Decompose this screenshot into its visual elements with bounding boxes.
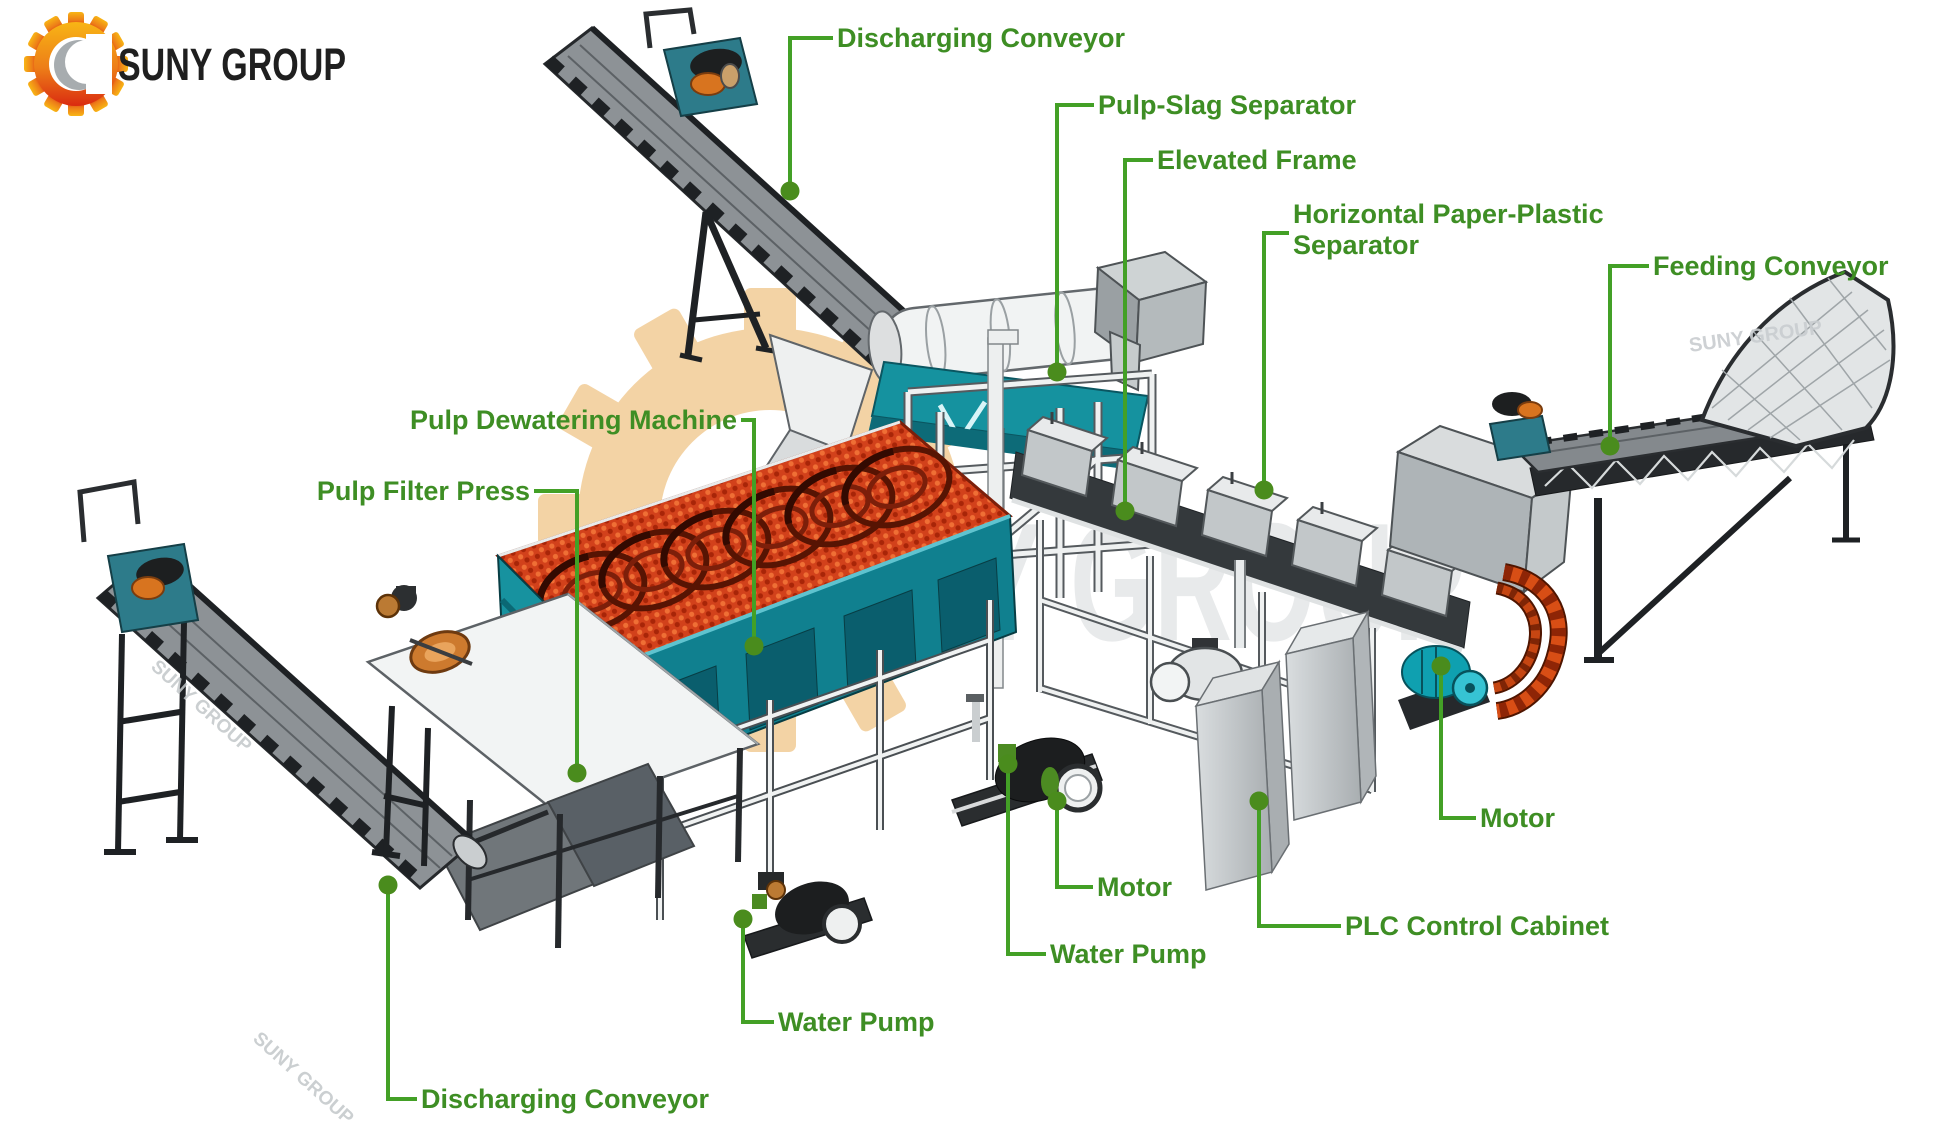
leader-line-pulp-filter-press [534, 489, 579, 768]
label-water-pump-center: Water Pump [1050, 939, 1207, 969]
label-pulp-dewatering-machine: Pulp Dewatering Machine [409, 405, 737, 435]
label-feeding-conveyor: Feeding Conveyor [1653, 251, 1889, 281]
label-motor-center: Motor [1097, 872, 1172, 902]
gear-logo-icon [24, 12, 128, 116]
leader-dot-pulp-slag-separator [1047, 362, 1067, 382]
leader-dot-discharging-conveyor-bottom [378, 875, 398, 895]
leader-line-pulp-dewatering-machine [741, 418, 756, 641]
leader-line-water-pump-center [1006, 769, 1046, 956]
label-motor-right: Motor [1480, 803, 1555, 833]
leader-dot-pulp-dewatering-machine [744, 636, 764, 656]
water-pump-left-drawing [743, 872, 873, 959]
leader-dot-elevated-frame [1115, 501, 1135, 521]
leader-dot-pulp-filter-press [567, 763, 587, 783]
leader-line-pulp-slag-separator [1055, 103, 1094, 367]
logo: SUNY GROUP [14, 4, 414, 134]
label-pulp-slag-separator: Pulp-Slag Separator [1098, 90, 1357, 120]
leader-line-horizontal-paper-plastic-separator [1262, 231, 1289, 485]
leader-line-discharging-conveyor-top [788, 36, 833, 186]
leader-dot-plc-control-cabinet [1249, 791, 1269, 811]
leader-line-elevated-frame [1123, 158, 1153, 506]
leader-dot-motor-center [1047, 791, 1067, 811]
leader-dot-horizontal-paper-plastic-separator [1254, 480, 1274, 500]
label-discharging-conveyor-bottom: Discharging Conveyor [421, 1084, 710, 1114]
leader-dot-motor-right [1431, 656, 1451, 676]
label-pulp-filter-press: Pulp Filter Press [316, 476, 530, 506]
leader-dot-water-pump-center [998, 754, 1018, 774]
leader-dot-water-pump-left [733, 909, 753, 929]
feeding-conveyor-drawing: SUNY GROUP [1488, 269, 1896, 663]
leader-line-motor-center [1055, 806, 1093, 889]
right-motor-belt-plc-drawing [1149, 560, 1568, 891]
leader-dot-discharging-conveyor-top [780, 181, 800, 201]
leader-line-discharging-conveyor-bottom [386, 890, 417, 1101]
label-water-pump-left: Water Pump [778, 1007, 935, 1037]
pulp-filter-press-drawing [365, 585, 761, 949]
leader-line-plc-control-cabinet [1257, 806, 1341, 928]
leader-line-water-pump-left [741, 924, 774, 1024]
label-plc-control-cabinet: PLC Control Cabinet [1345, 911, 1609, 941]
logo-text: SUNY GROUP [118, 39, 346, 90]
leader-line-feeding-conveyor [1608, 264, 1649, 441]
label-elevated-frame: Elevated Frame [1157, 145, 1357, 175]
label-discharging-conveyor-top: Discharging Conveyor [837, 23, 1126, 53]
leader-line-motor-right [1439, 671, 1476, 820]
leader-dot-feeding-conveyor [1600, 436, 1620, 456]
water-pump-center-drawing [951, 694, 1103, 827]
